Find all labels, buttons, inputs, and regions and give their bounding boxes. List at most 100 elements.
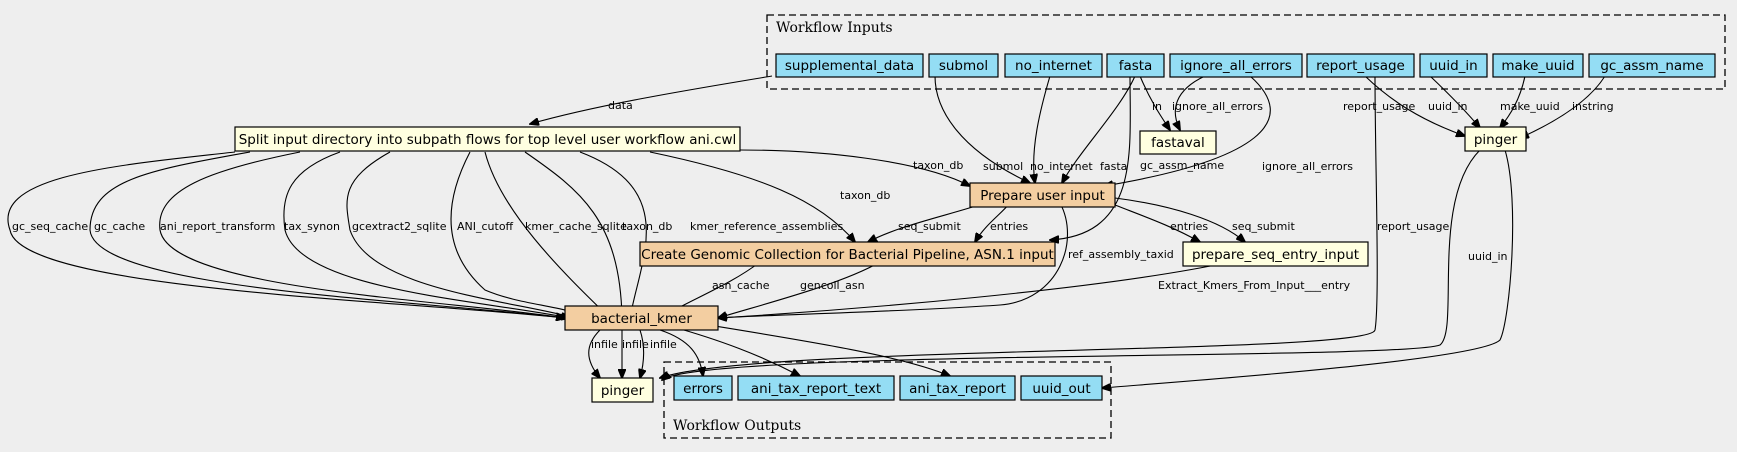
tool-node-pinger-bottom[interactable]: pinger [591, 377, 654, 403]
input-node-gc-assm-name[interactable]: gc_assm_name [1588, 53, 1716, 78]
edge-no-internet [1034, 75, 1051, 183]
output-node-ani-tax-report[interactable]: ani_tax_report [899, 375, 1016, 401]
input-node-submol[interactable]: submol [928, 53, 999, 78]
edge-gcextract2-sqlite [346, 151, 575, 318]
edge-label-no-internet: no_internet [1030, 160, 1093, 173]
edge-taxon-db-create [649, 151, 855, 242]
edge-label-report-usage-1: report_usage [1343, 100, 1416, 113]
workflow-outputs-cluster: Workflow Outputs [663, 361, 1112, 439]
tool-label-prepare-seq-entry-input: prepare_seq_entry_input [1192, 247, 1359, 263]
edge-make-uuid [1500, 75, 1526, 128]
output-node-ani-tax-report-text[interactable]: ani_tax_report_text [737, 375, 895, 401]
edge-label-infile-2: infile [622, 338, 649, 351]
edge-label-extract-entry: Extract_Kmers_From_Input___entry [1158, 279, 1351, 292]
edge-label-tax-synon: tax_synon [284, 220, 340, 233]
edge-label-uuid-in-1: uuid_in [1428, 100, 1468, 113]
output-label-uuid-out: uuid_out [1032, 381, 1090, 397]
edge-label-submol: submol [983, 160, 1023, 173]
input-node-make-uuid[interactable]: make_uuid [1492, 53, 1584, 78]
edge-infile-3 [640, 329, 644, 378]
edge-gc-cache [89, 151, 565, 318]
edge-label-data: data [608, 99, 633, 112]
tool-label-pinger-bottom: pinger [601, 383, 645, 399]
edge-label-report-usage-2: report_usage [1377, 220, 1450, 233]
tool-label-fastaval: fastaval [1151, 135, 1205, 151]
edge-label-instring: instring [1572, 100, 1614, 113]
input-node-fasta[interactable]: fasta [1106, 53, 1165, 78]
edge-entries-seq-entry [1109, 202, 1200, 242]
edge-labels: data submol no_internet fasta in ignore_… [12, 99, 1614, 351]
edge-label-taxon-db-1: taxon_db [913, 159, 963, 172]
input-label-no-internet: no_internet [1015, 58, 1092, 74]
edge-label-infile-1: infile [591, 338, 618, 351]
edge-label-gencoll-asn: gencoll_asn [800, 279, 865, 292]
output-label-errors: errors [683, 381, 723, 397]
input-label-submol: submol [939, 58, 988, 74]
step-node-prepare-user-input[interactable]: Prepare user input [969, 182, 1116, 208]
input-nodes: supplemental_data submol no_internet fas… [775, 53, 1716, 78]
tool-node-pinger-top[interactable]: pinger [1464, 126, 1527, 152]
edges [7, 75, 1606, 388]
edge-report-usage-top [1364, 75, 1465, 136]
edge-taxon-db-prepare [739, 149, 970, 186]
edge-label-asn-cache: asn_cache [712, 279, 770, 292]
tool-label-pinger-top: pinger [1474, 132, 1518, 148]
edge-data [530, 75, 773, 124]
edge-submol [934, 75, 1030, 183]
edge-uuid-in-bottom [662, 149, 1481, 380]
step-nodes: Split input directory into subpath flows… [234, 126, 1527, 403]
edge-label-ani-report-transform: ani_report_transform [160, 220, 275, 233]
edge-label-ref-assembly-taxid: ref_assembly_taxid [1068, 248, 1174, 261]
edge-kmer-reference-assemblies [579, 151, 647, 318]
input-node-ignore-all-errors[interactable]: ignore_all_errors [1169, 53, 1303, 78]
edge-gc-seq-cache [7, 151, 565, 318]
output-nodes: errors ani_tax_report_text ani_tax_repor… [673, 375, 1103, 401]
tool-node-prepare-seq-entry-input[interactable]: prepare_seq_entry_input [1182, 241, 1369, 267]
workflow-inputs-title: Workflow Inputs [776, 20, 893, 36]
edge-label-seq-submit-1: seq_submit [898, 220, 961, 233]
edge-fasta [1062, 75, 1136, 183]
edge-label-gc-cache: gc_cache [94, 220, 145, 233]
output-label-ani-tax-report: ani_tax_report [909, 381, 1006, 397]
step-node-bacterial-kmer[interactable]: bacterial_kmer [564, 305, 719, 331]
edge-extract-entry [718, 261, 1231, 318]
input-node-no-internet[interactable]: no_internet [1004, 53, 1103, 78]
edge-label-taxon-db-3: taxon_db [622, 220, 672, 233]
edge-label-kmer-cache-sqlite: kmer_cache_sqlite [525, 220, 627, 233]
edge-label-ignore-2: ignore_all_errors [1262, 160, 1353, 173]
input-label-report-usage: report_usage [1316, 58, 1405, 74]
input-label-make-uuid: make_uuid [1501, 58, 1574, 74]
step-node-split[interactable]: Split input directory into subpath flows… [234, 126, 741, 152]
edge-kmer-cache-sqlite [484, 151, 610, 318]
edge-instring [1520, 75, 1606, 138]
edge-label-kmer-reference-assemblies: kmer_reference_assemblies [690, 220, 843, 233]
output-node-uuid-out[interactable]: uuid_out [1020, 375, 1103, 401]
edge-label-ignore-1: ignore_all_errors [1172, 100, 1263, 113]
edge-report-usage-bottom [660, 75, 1378, 378]
output-node-errors[interactable]: errors [673, 375, 733, 401]
edge-gencoll-asn [718, 261, 881, 318]
edge-in [1139, 75, 1170, 130]
input-node-report-usage[interactable]: report_usage [1306, 53, 1415, 78]
input-label-fasta: fasta [1119, 58, 1153, 74]
step-label-prepare-user-input: Prepare user input [980, 188, 1105, 204]
tool-node-fastaval[interactable]: fastaval [1139, 130, 1217, 155]
edge-infile-1 [588, 329, 600, 378]
edge-ani-tax-report [689, 321, 950, 376]
edge-ignore-prepare [1104, 75, 1271, 186]
edge-label-taxon-db-2: taxon_db [840, 189, 890, 202]
edge-taxon-db-kmer [524, 151, 622, 318]
step-node-create-genomic-collection[interactable]: Create Genomic Collection for Bacterial … [639, 241, 1056, 267]
edge-ref-assembly-taxid [718, 202, 1069, 318]
edge-ani-cutoff [450, 151, 590, 318]
edge-label-infile-3: infile [650, 338, 677, 351]
input-node-uuid-in[interactable]: uuid_in [1419, 53, 1488, 78]
edge-label-gc-seq-cache: gc_seq_cache [12, 220, 88, 233]
input-label-ignore-all-errors: ignore_all_errors [1180, 58, 1292, 74]
edge-label-uuid-in-2: uuid_in [1468, 250, 1508, 263]
input-node-supplemental-data[interactable]: supplemental_data [775, 53, 924, 78]
edge-seq-submit-seq-entry [1114, 197, 1245, 242]
step-label-create-genomic-collection: Create Genomic Collection for Bacterial … [641, 247, 1054, 263]
edge-label-entries-2: entries [1170, 220, 1208, 233]
